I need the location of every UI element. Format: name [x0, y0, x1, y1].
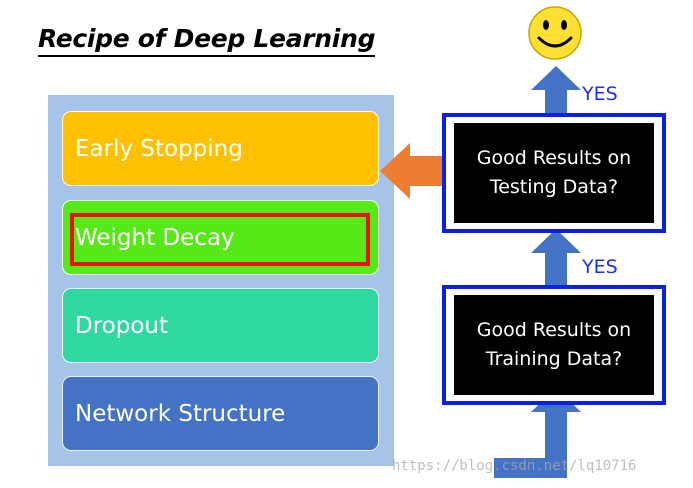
weight-decay-box: Weight Decay — [62, 200, 379, 275]
watermark-text: https://blog.csdn.net/lq10716 — [392, 458, 637, 474]
highlight-frame — [70, 213, 370, 266]
training-decision-line1: Good Results on — [476, 319, 632, 341]
up-arrow-icon — [531, 229, 581, 290]
smiley-icon — [528, 6, 582, 60]
weight-decay-label: Weight Decay — [75, 224, 235, 251]
page-title: Recipe of Deep Learning — [38, 24, 375, 57]
testing-decision-line2: Testing Data? — [489, 176, 619, 198]
early-stopping-label: Early Stopping — [75, 135, 243, 162]
testing-decision-line1: Good Results on — [476, 147, 632, 169]
yes-label-middle: YES — [582, 256, 618, 278]
network-structure-box: Network Structure — [62, 376, 379, 451]
left-arrow-icon — [380, 143, 446, 199]
training-decision-box: Good Results on Training Data? — [454, 295, 654, 395]
testing-decision-box: Good Results on Testing Data? — [454, 123, 654, 223]
early-stopping-box: Early Stopping — [62, 111, 379, 186]
dropout-label: Dropout — [75, 312, 168, 339]
training-decision-line2: Training Data? — [485, 348, 623, 370]
network-structure-label: Network Structure — [75, 400, 286, 427]
dropout-box: Dropout — [62, 288, 379, 363]
up-arrow-icon — [531, 66, 581, 118]
yes-label-top: YES — [582, 83, 618, 105]
curved-arrow-icon — [494, 388, 581, 478]
